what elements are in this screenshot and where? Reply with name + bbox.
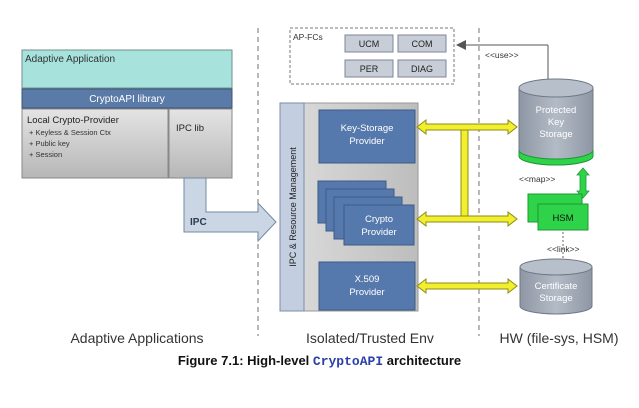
ucm-label: UCM (359, 39, 380, 49)
ucm-box (344, 34, 394, 53)
crypto-provider-line1: Crypto (365, 214, 393, 225)
protected-key-storage-green-band (518, 149, 594, 166)
hsm-label: HSM (552, 213, 573, 224)
x509-provider-box (318, 261, 416, 311)
ap-fcs-group (289, 27, 455, 85)
com-box (397, 34, 447, 53)
ipc-resource-management-label: IPC & Resource Management (288, 147, 298, 267)
map-double-arrow (576, 167, 590, 199)
caption-code: CryptoAPI (312, 354, 384, 369)
local-crypto-provider-box (21, 108, 169, 179)
local-crypto-item: + Public key (29, 139, 70, 148)
crypto-connector-arrow (416, 210, 518, 228)
protected-key-storage-line1: Protected (536, 105, 577, 116)
per-label: PER (360, 64, 379, 74)
ipc-arrow (183, 177, 277, 243)
hsm-box (537, 203, 589, 231)
diag-label: DIAG (411, 64, 433, 74)
section-adaptive-applications: Adaptive Applications (70, 330, 203, 346)
section-isolated-trusted-env: Isolated/Trusted Env (306, 330, 434, 346)
ipc-label: IPC (190, 217, 207, 228)
local-crypto-item: + Session (29, 150, 62, 159)
certificate-storage-top (519, 258, 593, 276)
key-storage-provider-box (318, 109, 416, 164)
ap-fcs-title: AP-FCs (293, 32, 323, 42)
caption-suffix: architecture (383, 353, 462, 368)
ipc-resource-management-bar (279, 102, 305, 312)
protected-key-storage-line2: Key (548, 117, 565, 128)
diag-box (397, 59, 447, 78)
com-label: COM (412, 39, 433, 49)
use-label: <<use>> (485, 50, 519, 60)
crypto-link-vertical (460, 129, 469, 217)
local-crypto-provider-title: Local Crypto-Provider (27, 115, 119, 126)
cryptoapi-library-bar (21, 88, 233, 109)
certificate-storage-cylinder (519, 266, 593, 315)
crypto-provider-line2: Provider (361, 227, 396, 238)
cryptoapi-library-label: CryptoAPI library (89, 94, 165, 105)
ipc-lib-label: IPC lib (176, 123, 204, 134)
key-storage-provider-line1: Key-Storage (341, 123, 394, 134)
key-storage-provider-line2: Provider (349, 136, 384, 147)
local-crypto-item: + Keyless & Session Ctx (29, 128, 111, 137)
key-storage-connector-arrow (416, 118, 518, 136)
protected-key-storage-top (518, 78, 594, 98)
x509-connector-arrow (416, 277, 518, 295)
adaptive-application-box (21, 49, 233, 89)
certificate-storage-line2: Storage (539, 293, 572, 304)
per-box (344, 59, 394, 78)
x509-provider-line2: Provider (349, 287, 384, 298)
adaptive-application-title: Adaptive Application (25, 54, 115, 65)
protected-key-storage-line3: Storage (539, 129, 572, 140)
ipc-lib-box (168, 108, 233, 179)
map-label: <<map>> (519, 174, 555, 184)
caption-prefix: Figure 7.1: High-level (177, 353, 313, 368)
certificate-storage-line1: Certificate (535, 281, 578, 292)
x509-provider-line1: X.509 (355, 274, 380, 285)
section-hw: HW (file-sys, HSM) (500, 330, 619, 346)
figure-caption: Figure 7.1: High-level CryptoAPI archite… (0, 353, 639, 369)
crypto-provider-box (343, 204, 415, 246)
use-arrowhead (456, 40, 466, 50)
